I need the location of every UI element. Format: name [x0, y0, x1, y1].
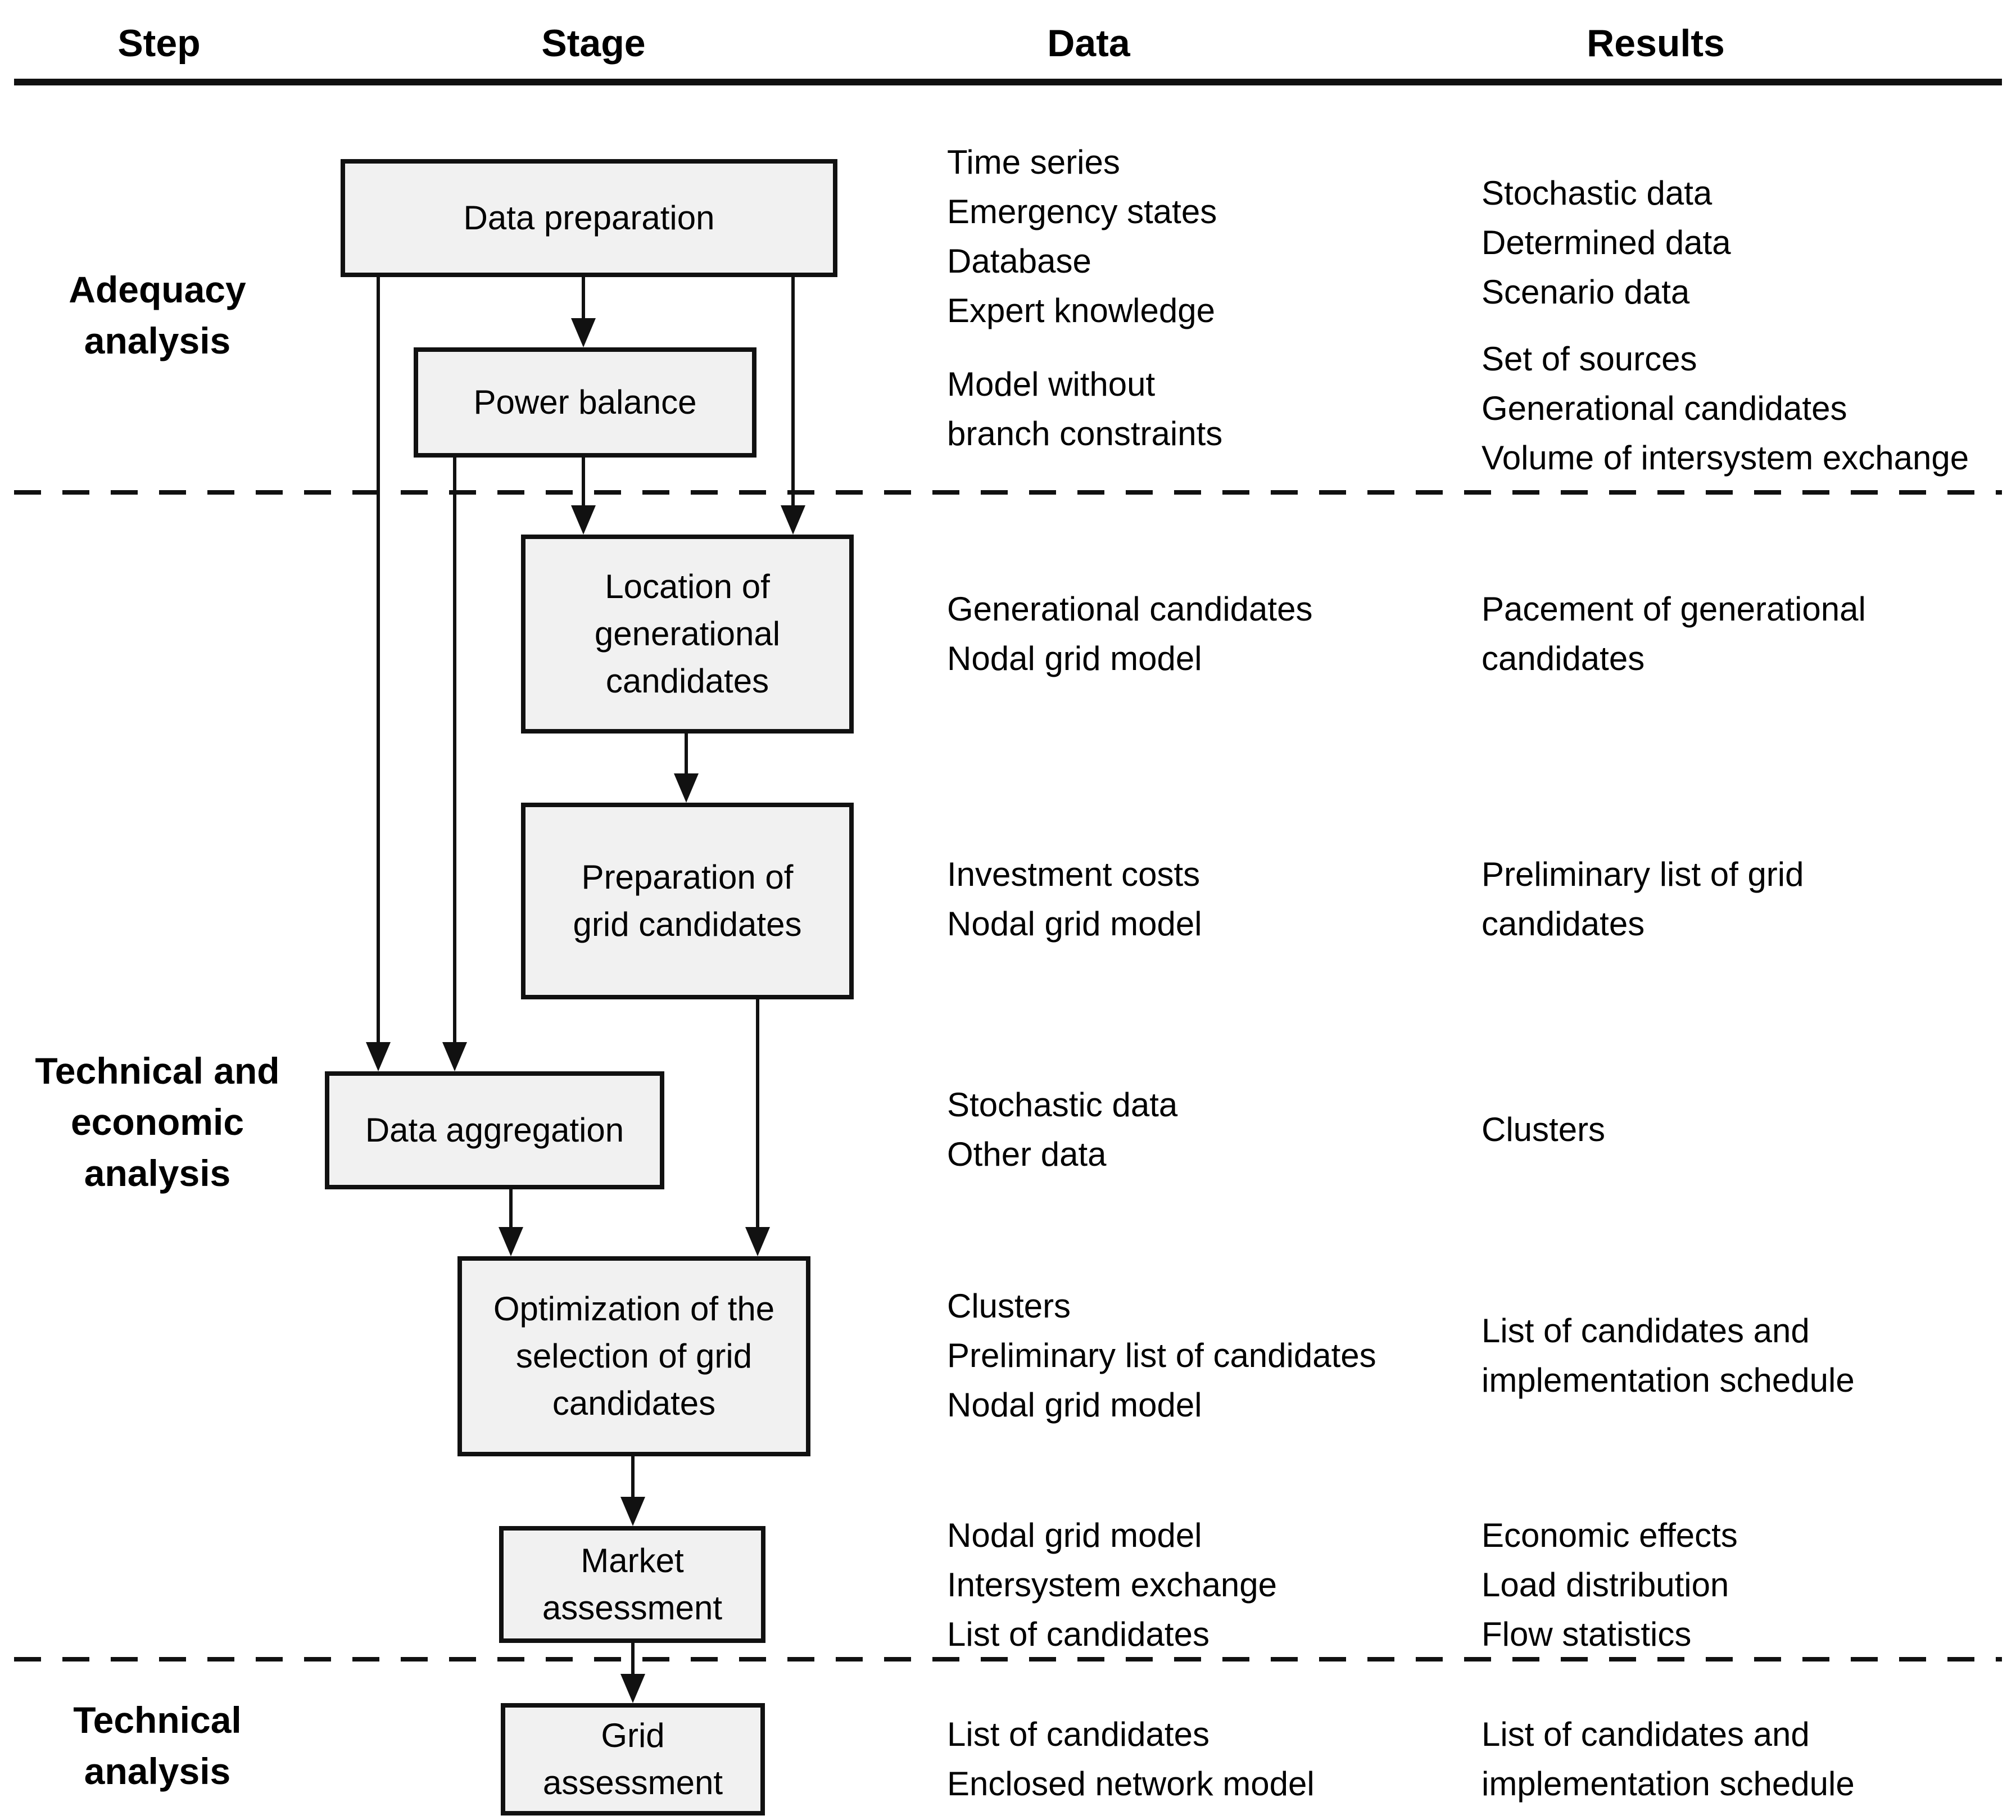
divider-dashed-technical	[14, 1657, 2002, 1661]
arrowhead	[571, 505, 596, 535]
data-list-row-3: Generational candidates Nodal grid model	[947, 585, 1312, 683]
column-header-stage: Stage	[541, 22, 646, 65]
data-item: Expert knowledge	[947, 292, 1215, 329]
arrowhead	[674, 773, 699, 803]
data-list-row-4: Investment costs Nodal grid model	[947, 850, 1202, 949]
result-item: Load distribution	[1482, 1566, 1729, 1604]
column-header-step: Step	[117, 22, 201, 65]
data-list-row-8: List of candidates Enclosed network mode…	[947, 1710, 1315, 1809]
results-list-row-6: List of candidates and implementation sc…	[1482, 1306, 1855, 1405]
arrow-line	[582, 458, 585, 506]
data-item: Database	[947, 242, 1091, 280]
data-item: Nodal grid model	[947, 1386, 1202, 1424]
data-item: Stochastic data	[947, 1086, 1178, 1124]
result-item: Economic effects	[1482, 1516, 1738, 1554]
flow-box-data-aggregation: Data aggregation	[325, 1071, 664, 1189]
arrow-line	[791, 277, 795, 506]
arrow-line	[685, 734, 688, 775]
result-item: candidates	[1482, 640, 1645, 677]
results-list-row-4: Preliminary list of grid candidates	[1482, 850, 1804, 949]
data-list-row-2: Model without branch constraints	[947, 360, 1222, 459]
data-item: Enclosed network model	[947, 1765, 1315, 1803]
arrowhead	[620, 1674, 645, 1703]
arrow-line	[582, 277, 585, 319]
arrow-line	[631, 1456, 635, 1498]
data-item: Other data	[947, 1135, 1107, 1173]
result-item: Set of sources	[1482, 340, 1697, 378]
arrow-line	[756, 999, 759, 1228]
data-item: Intersystem exchange	[947, 1566, 1277, 1604]
arrow-line	[509, 1189, 513, 1228]
data-item: Generational candidates	[947, 590, 1313, 628]
step-label-technical-economic-analysis: Technical and economic analysis	[35, 1050, 280, 1194]
result-item: Stochastic data	[1482, 174, 1713, 212]
result-item: Scenario data	[1482, 273, 1690, 311]
flow-box-optimization-of-selection: Optimization of the selection of grid ca…	[457, 1256, 810, 1456]
arrowhead	[499, 1227, 523, 1256]
result-item: List of candidates and	[1482, 1715, 1810, 1753]
flow-box-power-balance: Power balance	[414, 347, 756, 458]
arrowhead	[745, 1227, 770, 1256]
data-item: Nodal grid model	[947, 905, 1202, 943]
arrowhead	[781, 505, 805, 535]
result-item: Flow statistics	[1482, 1615, 1692, 1653]
data-list-row-6: Clusters Preliminary list of candidates …	[947, 1282, 1376, 1430]
arrow-line	[377, 277, 380, 1043]
data-item: Nodal grid model	[947, 640, 1202, 677]
result-item: implementation schedule	[1482, 1361, 1855, 1399]
arrowhead	[571, 318, 596, 347]
arrowhead	[620, 1497, 645, 1526]
data-item: Clusters	[947, 1287, 1071, 1325]
result-item: implementation schedule	[1482, 1765, 1855, 1803]
result-item: Clusters	[1482, 1111, 1606, 1148]
results-list-row-8: List of candidates and implementation sc…	[1482, 1710, 1855, 1809]
flow-box-preparation-of-grid-candidates: Preparation of grid candidates	[521, 803, 854, 999]
flow-box-location-of-generational-candidates: Location of generational candidates	[521, 535, 854, 734]
data-item: Nodal grid model	[947, 1516, 1202, 1554]
data-item: Model without	[947, 365, 1156, 403]
data-list-row-1: Time series Emergency states Database Ex…	[947, 138, 1217, 336]
flow-box-market-assessment: Market assessment	[499, 1526, 765, 1643]
column-header-results: Results	[1587, 22, 1725, 65]
arrow-line	[453, 458, 456, 1043]
result-item: List of candidates and	[1482, 1312, 1810, 1350]
results-list-row-1: Stochastic data Determined data Scenario…	[1482, 169, 1731, 317]
results-list-row-3: Pacement of generational candidates	[1482, 585, 1866, 683]
divider-dashed-adequacy	[14, 490, 2002, 495]
result-item: Generational candidates	[1482, 390, 1847, 427]
results-list-row-7: Economic effects Load distribution Flow …	[1482, 1511, 1738, 1659]
data-item: Time series	[947, 143, 1120, 181]
results-list-row-2: Set of sources Generational candidates V…	[1482, 334, 1969, 483]
result-item: candidates	[1482, 905, 1645, 943]
arrow-line	[631, 1643, 635, 1675]
data-item: Investment costs	[947, 855, 1200, 893]
data-list-row-7: Nodal grid model Intersystem exchange Li…	[947, 1511, 1277, 1659]
column-header-data: Data	[1047, 22, 1130, 65]
step-label-technical-analysis: Technical analysis	[73, 1699, 242, 1792]
result-item: Pacement of generational	[1482, 590, 1866, 628]
data-item: branch constraints	[947, 415, 1223, 452]
result-item: Determined data	[1482, 224, 1731, 261]
data-item: Preliminary list of candidates	[947, 1337, 1376, 1374]
flow-box-data-preparation: Data preparation	[341, 159, 837, 277]
data-item: Emergency states	[947, 193, 1217, 230]
data-list-row-5: Stochastic data Other data	[947, 1080, 1177, 1179]
arrowhead	[366, 1042, 391, 1071]
result-item: Preliminary list of grid	[1482, 855, 1804, 893]
data-item: List of candidates	[947, 1715, 1209, 1753]
results-list-row-5: Clusters	[1482, 1105, 1605, 1155]
data-item: List of candidates	[947, 1615, 1209, 1653]
arrowhead	[442, 1042, 467, 1071]
flow-box-grid-assessment: Grid assessment	[501, 1703, 765, 1816]
header-rule	[14, 79, 2002, 85]
result-item: Volume of intersystem exchange	[1482, 439, 1969, 477]
step-label-adequacy-analysis: Adequacy analysis	[69, 269, 246, 362]
